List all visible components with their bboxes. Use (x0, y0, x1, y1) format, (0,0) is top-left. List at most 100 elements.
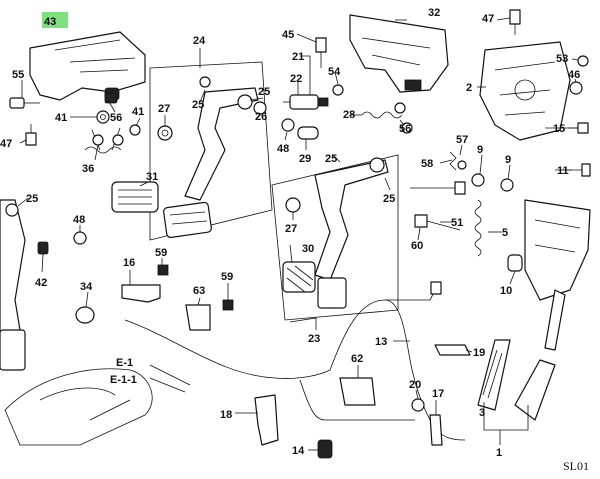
callout-41-mid[interactable]: 41 (132, 106, 144, 118)
callout-58[interactable]: 58 (421, 158, 433, 170)
callout-21[interactable]: 21 (292, 51, 304, 63)
callout-11[interactable]: 11 (557, 165, 569, 177)
part-41-nut-left[interactable] (96, 110, 110, 124)
part-25-bushing-left[interactable] (5, 203, 19, 217)
callout-13[interactable]: 13 (375, 336, 387, 348)
callout-26[interactable]: 26 (255, 111, 267, 123)
callout-27-bottom[interactable]: 27 (285, 223, 297, 235)
part-43-bracket[interactable] (29, 31, 146, 101)
callout-56-right[interactable]: 56 (399, 123, 411, 135)
callout-14[interactable]: 14 (292, 445, 305, 457)
part-53-nut[interactable] (332, 84, 344, 96)
part-5-spring[interactable] (474, 199, 482, 257)
callout-20[interactable]: 20 (409, 379, 421, 391)
part-56-nut-right[interactable] (401, 122, 413, 134)
part-20-nut[interactable] (411, 398, 425, 412)
callout-47-right[interactable]: 47 (482, 13, 494, 25)
part-31-pad[interactable] (111, 181, 159, 213)
part-36-spring[interactable] (84, 127, 124, 154)
callout-56-left[interactable]: 56 (110, 112, 122, 124)
callout-45[interactable]: 45 (282, 29, 294, 41)
callout-43[interactable]: 43 (44, 16, 56, 28)
part-41-nut-mid[interactable] (129, 124, 141, 136)
callout-63[interactable]: 63 (193, 285, 205, 297)
part-51-bolt[interactable] (410, 181, 466, 195)
callout-47-left[interactable]: 47 (0, 138, 12, 150)
part-55-bolt[interactable] (9, 97, 40, 109)
callout-17[interactable]: 17 (432, 388, 444, 400)
callout-5[interactable]: 5 (502, 227, 508, 239)
callout-25-clutch-1[interactable]: 25 (325, 153, 337, 165)
callout-9-b[interactable]: 9 (505, 154, 511, 166)
part-48-nut-left[interactable] (73, 231, 87, 245)
part-16-bracket[interactable] (121, 284, 161, 303)
part-34-cap[interactable] (75, 306, 95, 324)
callout-42[interactable]: 42 (35, 277, 47, 289)
part-1-accelerator-pedal[interactable] (477, 289, 566, 421)
callout-59-b[interactable]: 59 (221, 271, 233, 283)
callout-25-brake-1[interactable]: 25 (192, 99, 204, 111)
callout-2[interactable]: 2 (466, 82, 472, 94)
callout-29[interactable]: 29 (299, 153, 311, 165)
part-29-collar[interactable] (297, 126, 319, 140)
part-18-bracket[interactable] (254, 394, 279, 446)
part-19-clip[interactable] (434, 344, 471, 356)
part-46-nut[interactable] (394, 102, 406, 114)
callout-48-mid[interactable]: 48 (277, 143, 289, 155)
part-57-58-adjuster[interactable] (449, 151, 467, 171)
part-42-clip[interactable] (37, 241, 49, 255)
callout-27-top[interactable]: 27 (158, 103, 170, 115)
callout-9-a[interactable]: 9 (477, 144, 483, 156)
part-60-bolt[interactable] (414, 214, 461, 231)
accelerator-cable[interactable] (124, 281, 466, 441)
part-48-nut[interactable] (281, 118, 295, 132)
part-21-22-switch[interactable] (283, 94, 329, 110)
callout-36[interactable]: 36 (82, 163, 94, 175)
callout-16[interactable]: 16 (123, 257, 135, 269)
callout-10[interactable]: 10 (500, 285, 512, 297)
callout-25-clutch-2[interactable]: 25 (383, 193, 395, 205)
part-28-spring[interactable] (361, 111, 403, 119)
callout-19[interactable]: 19 (473, 347, 485, 359)
callout-18[interactable]: 18 (220, 409, 232, 421)
callout-53[interactable]: 53 (556, 53, 568, 65)
part-45-bolt[interactable] (315, 37, 327, 68)
part-10-collar[interactable] (507, 254, 523, 272)
callout-30[interactable]: 30 (302, 243, 314, 255)
ref-e1-1[interactable]: E-1-1 (110, 374, 137, 386)
callout-54[interactable]: 54 (328, 66, 341, 78)
part-56-nut[interactable] (104, 92, 118, 104)
left-pedal-partial[interactable] (0, 199, 26, 371)
part-62-pad[interactable] (339, 377, 376, 406)
ref-e1[interactable]: E-1 (116, 357, 133, 369)
part-32-bracket[interactable] (349, 14, 449, 93)
callout-62[interactable]: 62 (351, 353, 363, 365)
part-27-bushing[interactable] (157, 125, 173, 141)
part-63-bracket[interactable] (185, 304, 211, 331)
part-17-bracket[interactable] (429, 414, 443, 446)
callout-55[interactable]: 55 (12, 69, 24, 81)
callout-59-a[interactable]: 59 (155, 247, 167, 259)
part-24-brake-pedal[interactable] (163, 76, 259, 238)
callout-3[interactable]: 3 (479, 407, 485, 419)
callout-25-brake-2[interactable]: 25 (258, 86, 270, 98)
callout-22[interactable]: 22 (290, 73, 302, 85)
part-46-nut-right[interactable] (569, 81, 583, 95)
callout-24[interactable]: 24 (193, 35, 206, 47)
part-23-clutch-pedal[interactable] (314, 157, 389, 309)
callout-41-left[interactable]: 41 (55, 112, 67, 124)
callout-32[interactable]: 32 (428, 7, 440, 19)
part-14-clip[interactable] (317, 439, 333, 459)
part-53-nut-right[interactable] (577, 55, 589, 67)
accelerator-bracket[interactable] (524, 199, 591, 301)
callout-31[interactable]: 31 (146, 171, 158, 183)
part-47-bolt-right[interactable] (509, 9, 521, 35)
callout-25-left[interactable]: 25 (26, 193, 38, 205)
part-27-bushing-2[interactable] (285, 197, 301, 213)
callout-60[interactable]: 60 (411, 240, 423, 252)
callout-34[interactable]: 34 (80, 281, 93, 293)
part-30-pad[interactable] (282, 261, 316, 293)
callout-51[interactable]: 51 (451, 217, 463, 229)
callout-1[interactable]: 1 (496, 447, 502, 459)
callout-15[interactable]: 15 (553, 123, 565, 135)
